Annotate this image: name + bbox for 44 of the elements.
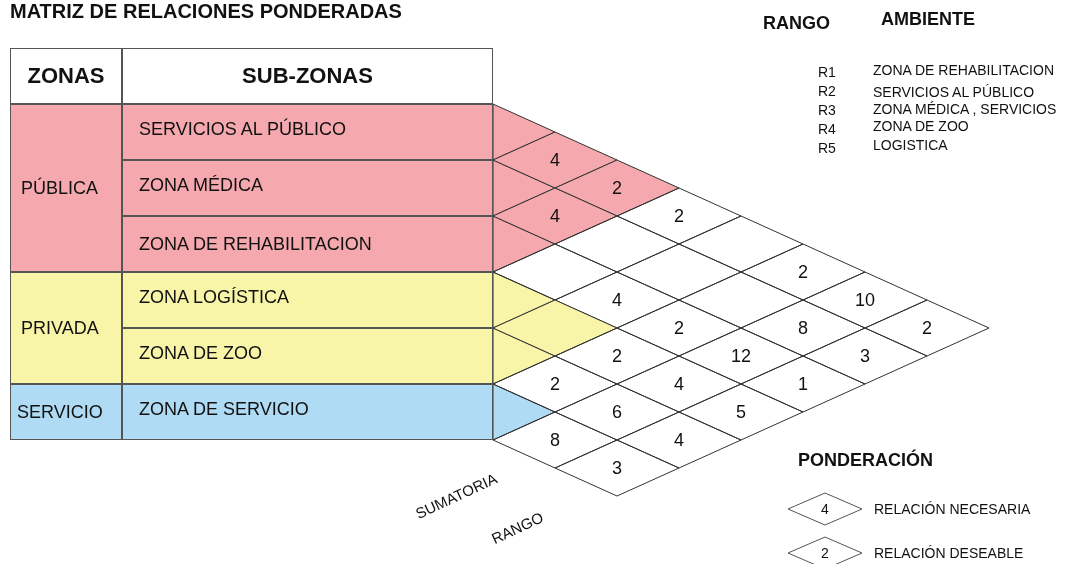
heading: AMBIENTE: [881, 9, 975, 30]
legend-entry: ZONA DE REHABILITACION: [873, 62, 1054, 78]
zone-cell: SERVICIO: [10, 384, 122, 440]
weight-value: 1: [798, 375, 808, 393]
zone-cell: PRIVADA: [10, 272, 122, 384]
weight-value: 2: [612, 179, 622, 197]
weight-value: 2: [612, 347, 622, 365]
weight-value: 10: [855, 291, 875, 309]
weight-value: 4: [674, 431, 684, 449]
legend-entry: LOGISTICA: [873, 137, 948, 153]
weight-value: 3: [860, 347, 870, 365]
heading: RANGO: [763, 13, 830, 34]
legend-text: RELACIÓN NECESARIA: [874, 501, 1031, 517]
weight-value: 2: [674, 207, 684, 225]
legend-entry: ZONA MÉDICA , SERVICIOS: [873, 101, 1057, 117]
header-cell: ZONAS: [10, 48, 122, 104]
heading: PONDERACIÓN: [798, 450, 933, 471]
legend-entry: ZONA DE ZOO: [873, 118, 969, 134]
weight-value: 4: [550, 151, 560, 169]
weight-value: 8: [798, 319, 808, 337]
weight-value: 2: [674, 319, 684, 337]
legend-diamond: 4: [788, 493, 862, 525]
weight-value: 6: [612, 403, 622, 421]
title: MATRIZ DE RELACIONES PONDERADAS: [10, 0, 402, 23]
weight-value: 4: [612, 291, 622, 309]
weight-value: 8: [550, 431, 560, 449]
weight-value: 12: [731, 347, 751, 365]
weight-value: 5: [736, 403, 746, 421]
weight-value: 3: [612, 459, 622, 477]
header-cell: SUB-ZONAS: [122, 48, 493, 104]
legend-entry: R5: [818, 140, 836, 156]
legend-entry: R3: [818, 102, 836, 118]
legend-entry: R4: [818, 121, 836, 137]
weight-value: 2: [922, 319, 932, 337]
weight-value: 2: [550, 375, 560, 393]
zone-cell: PÚBLICA: [10, 104, 122, 272]
legend-diamond: 2: [788, 537, 862, 564]
legend-entry: R1: [818, 64, 836, 80]
legend-entry: R2: [818, 83, 836, 99]
legend-entry: SERVICIOS AL PÚBLICO: [873, 84, 1035, 100]
weight-value: 4: [550, 207, 560, 225]
legend-text: RELACIÓN DESEABLE: [874, 545, 1024, 561]
weight-value: 2: [798, 263, 808, 281]
weight-value: 4: [674, 375, 684, 393]
